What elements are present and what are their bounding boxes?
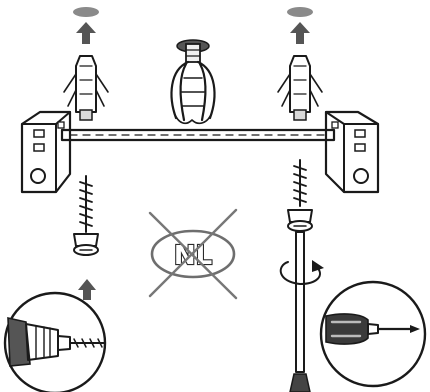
right-wall-plug-group — [278, 7, 322, 120]
left-wall-plug — [64, 56, 108, 120]
expanded-anchor — [172, 40, 215, 123]
rotate-clockwise-icon — [281, 260, 324, 284]
drill-inset — [5, 293, 105, 392]
right-up-arrow-icon — [290, 22, 310, 44]
left-wall-plug-group — [64, 7, 108, 120]
right-bracket-block — [326, 112, 378, 192]
left-bracket-block — [22, 112, 70, 192]
right-wall-plug — [278, 56, 322, 120]
left-screw — [74, 176, 98, 255]
screwdriver-shaft — [290, 232, 310, 392]
left-lower-up-arrow-icon — [78, 279, 96, 300]
right-screw — [288, 160, 312, 231]
left-up-arrow-icon — [76, 22, 96, 44]
left-drill-hole-disc — [73, 7, 99, 17]
screwdriver-inset — [321, 282, 425, 386]
right-drill-hole-disc — [287, 7, 313, 17]
nl-prohibited-badge: NL — [150, 210, 236, 298]
